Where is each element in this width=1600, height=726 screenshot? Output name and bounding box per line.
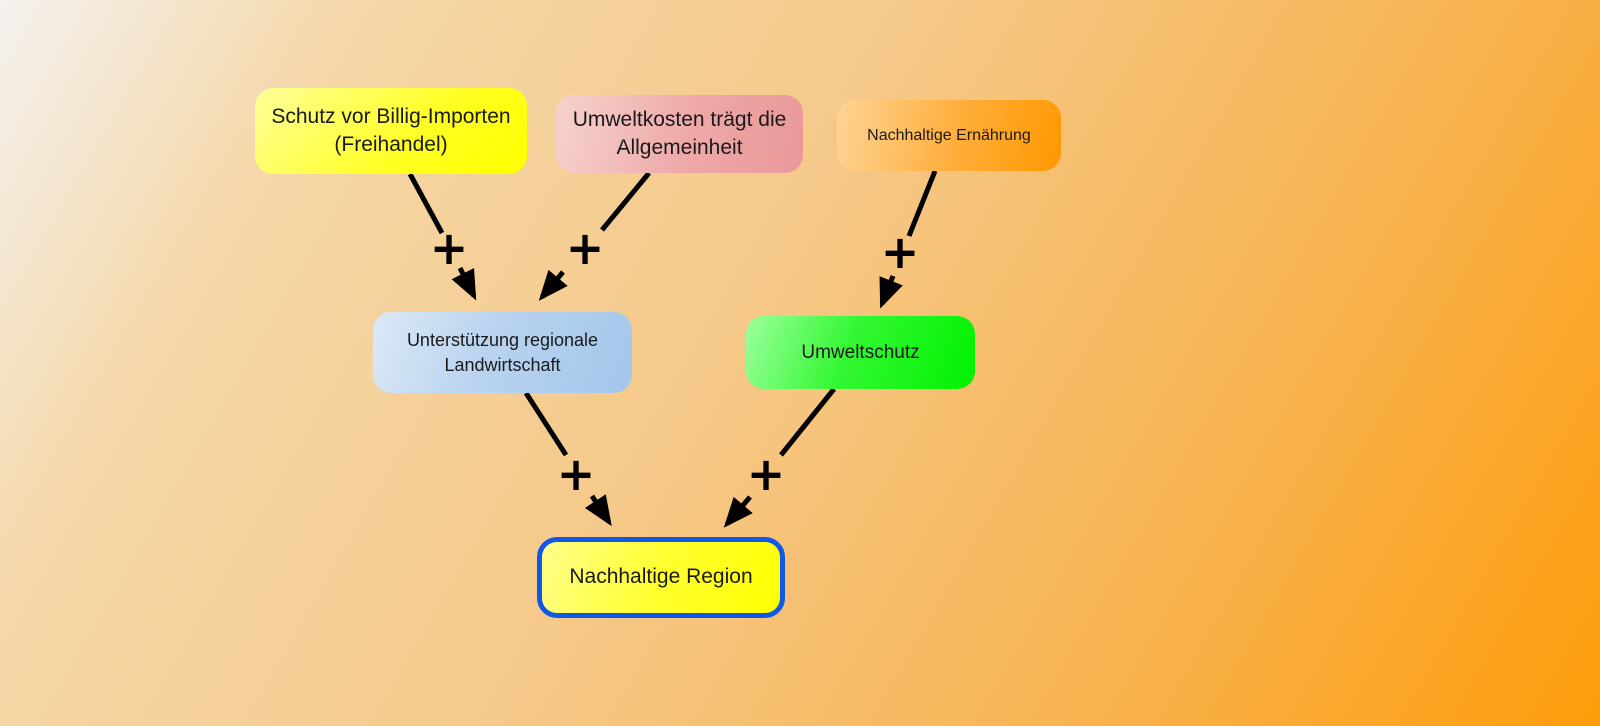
edge-sign-unterstuetzung: + xyxy=(557,447,596,501)
node-label: Unterstützung regionale Landwirtschaft xyxy=(406,330,599,375)
edge-sign-schutz: + xyxy=(430,221,469,275)
edge-umweltschutz-to-region xyxy=(779,387,836,457)
edge-kosten-to-unterstuetzung-head xyxy=(538,269,568,301)
node-umweltkosten[interactable]: Umweltkosten trägt die Allgemeinheit xyxy=(556,95,803,173)
edge-ernaehrung-to-umweltschutz-head xyxy=(879,275,903,309)
edge-schutz-to-unterstuetzung-head xyxy=(451,266,477,301)
edge-unterstuetzung-to-region xyxy=(523,391,569,457)
edge-ernaehrung-to-umweltschutz xyxy=(906,170,938,237)
node-label: Umweltschutz xyxy=(801,341,920,363)
edge-kosten-to-unterstuetzung xyxy=(600,171,651,232)
node-umweltschutz[interactable]: Umweltschutz xyxy=(746,316,975,389)
edge-umweltschutz-to-region-head xyxy=(723,495,753,528)
edge-sign-kosten: + xyxy=(566,221,605,275)
node-label: Umweltkosten trägt die Allgemeinheit xyxy=(572,107,787,159)
node-unterstuetzung-landwirtschaft[interactable]: Unterstützung regionale Landwirtschaft xyxy=(373,312,632,393)
node-label: Schutz vor Billig-Importen (Freihandel) xyxy=(271,104,511,156)
node-label: Nachhaltige Ernährung xyxy=(867,126,1031,144)
edge-unterstuetzung-to-region-head xyxy=(584,494,612,527)
node-label: Nachhaltige Region xyxy=(569,565,753,589)
node-schutz-vor-billig-importen[interactable]: Schutz vor Billig-Importen (Freihandel) xyxy=(255,88,527,174)
edge-sign-ernaehrung: + xyxy=(881,225,920,279)
node-nachhaltige-ernaehrung[interactable]: Nachhaltige Ernährung xyxy=(837,100,1061,171)
edge-sign-umweltschutz: + xyxy=(747,447,786,501)
node-nachhaltige-region[interactable]: Nachhaltige Region xyxy=(537,537,785,618)
edge-schutz-to-unterstuetzung xyxy=(407,172,445,235)
